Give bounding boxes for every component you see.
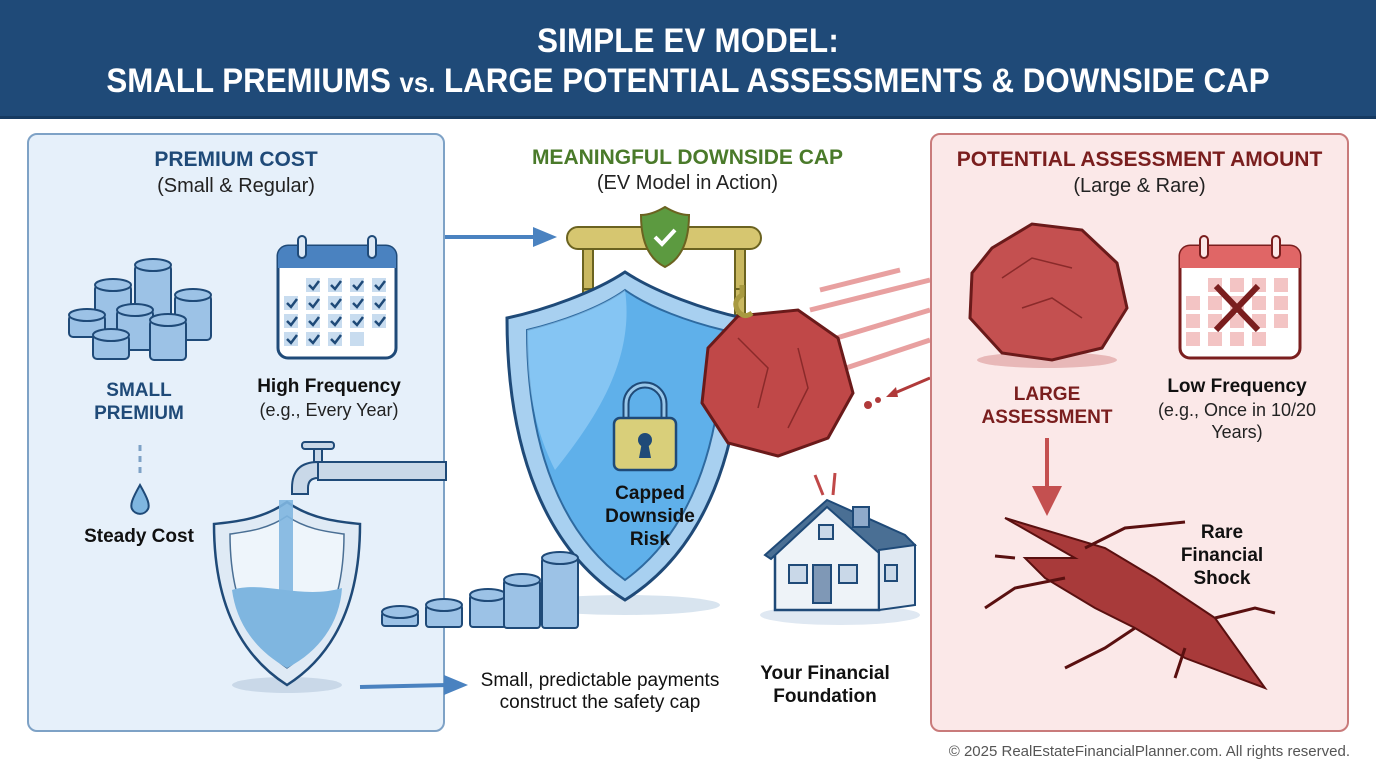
page-title-line-2: SMALL PREMIUMS vs. LARGE POTENTIAL ASSES… xyxy=(55,62,1321,101)
financial-foundation-line-1: Your Financial xyxy=(760,663,890,684)
water-drop-icon xyxy=(130,445,150,515)
copyright-footer: © 2025 RealEstateFinancialPlanner.com. A… xyxy=(948,743,1350,760)
financial-foundation-label: Your Financial Foundation xyxy=(750,662,900,708)
faucet-icon xyxy=(291,441,447,495)
rock-icon xyxy=(968,222,1129,368)
water-shield-icon xyxy=(212,500,362,693)
rare-shock-line-1: Rare xyxy=(1200,522,1244,543)
capped-risk-line-3: Risk xyxy=(629,529,671,550)
payments-caption: Small, predictable payments construct th… xyxy=(460,670,740,714)
padlock-icon xyxy=(612,381,678,472)
ground-crack-icon xyxy=(984,517,1276,691)
title-part-a: SMALL PREMIUMS xyxy=(106,62,400,100)
rare-shock-label: Rare Financial Shock xyxy=(1162,521,1282,590)
rare-shock-line-2: Financial xyxy=(1180,545,1264,566)
arrow-to-caption-icon xyxy=(359,675,468,695)
title-vs: vs. xyxy=(399,67,436,98)
rare-shock-line-3: Shock xyxy=(1193,568,1251,589)
steady-cost-label: Steady Cost xyxy=(84,526,194,547)
low-frequency-sub-line-2: Years) xyxy=(1211,422,1263,442)
capped-risk-label: Capped Downside Risk xyxy=(595,482,705,551)
low-frequency-sub-line-1: (e.g., Once in 10/20 xyxy=(1157,400,1317,420)
small-premium-line-2: PREMIUM xyxy=(94,403,184,424)
premium-cost-title: PREMIUM COST xyxy=(154,148,318,171)
coins-stack-icon xyxy=(68,258,212,361)
payments-caption-line-1: Small, predictable payments xyxy=(480,670,720,691)
high-frequency-title: High Frequency xyxy=(257,376,401,397)
arrow-to-cap-icon xyxy=(445,227,557,247)
large-assessment-label: LARGE ASSESSMENT xyxy=(972,383,1122,429)
motion-lines-icon xyxy=(809,267,931,409)
financial-foundation-line-2: Foundation xyxy=(773,686,877,707)
downside-cap-title: MEANINGFUL DOWNSIDE CAP xyxy=(531,146,844,169)
capped-risk-line-1: Capped xyxy=(615,483,685,504)
header-banner: SIMPLE EV MODEL: SMALL PREMIUMS vs. LARG… xyxy=(0,0,1376,119)
down-arrow-icon xyxy=(1032,438,1062,516)
large-assessment-line-1: LARGE xyxy=(1013,384,1081,405)
downside-cap-subtitle: (EV Model in Action) xyxy=(596,172,779,194)
title-part-b: LARGE POTENTIAL ASSESSMENTS & DOWNSIDE C… xyxy=(435,62,1270,100)
calendar-check-icon xyxy=(276,235,398,360)
assessment-subtitle: (Large & Rare) xyxy=(1073,175,1206,197)
assessment-title: POTENTIAL ASSESSMENT AMOUNT xyxy=(956,148,1323,171)
assessment-panel: POTENTIAL ASSESSMENT AMOUNT (Large & Rar… xyxy=(930,133,1349,732)
hook-icon xyxy=(733,285,754,319)
high-frequency-subtitle: (e.g., Every Year) xyxy=(259,400,399,420)
low-frequency-title: Low Frequency xyxy=(1167,376,1307,397)
coin-stacks-icon xyxy=(381,551,579,629)
large-assessment-line-2: ASSESSMENT xyxy=(981,407,1113,428)
premium-cost-subtitle: (Small & Regular) xyxy=(157,175,315,197)
house-icon xyxy=(760,472,920,625)
falling-rock-icon xyxy=(700,308,855,458)
small-premium-line-1: SMALL xyxy=(106,380,172,401)
page-title-line-1: SIMPLE EV MODEL: xyxy=(537,22,839,60)
payments-caption-line-2: construct the safety cap xyxy=(499,692,701,713)
calendar-x-icon xyxy=(1178,235,1302,360)
low-frequency-subtitle: (e.g., Once in 10/20 Years) xyxy=(1142,399,1332,443)
capped-risk-line-2: Downside xyxy=(605,506,695,527)
